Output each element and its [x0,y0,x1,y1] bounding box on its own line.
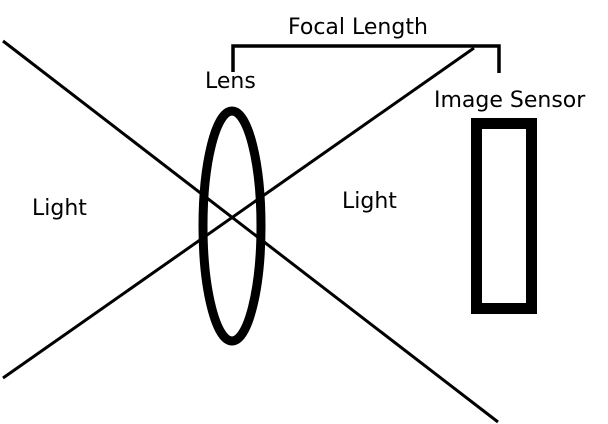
lens-label: Lens [205,69,256,94]
light-incoming-label: Light [32,196,87,221]
light-ray-ascending [2,46,475,380]
image-sensor-label: Image Sensor [434,88,586,113]
focal-length-label: Focal Length [288,15,428,40]
focal-length-bracket [231,44,501,73]
image-sensor-shape [471,118,537,314]
light-outgoing-label: Light [342,189,397,214]
lens-shape [198,106,266,346]
light-ray-descending [2,39,499,424]
